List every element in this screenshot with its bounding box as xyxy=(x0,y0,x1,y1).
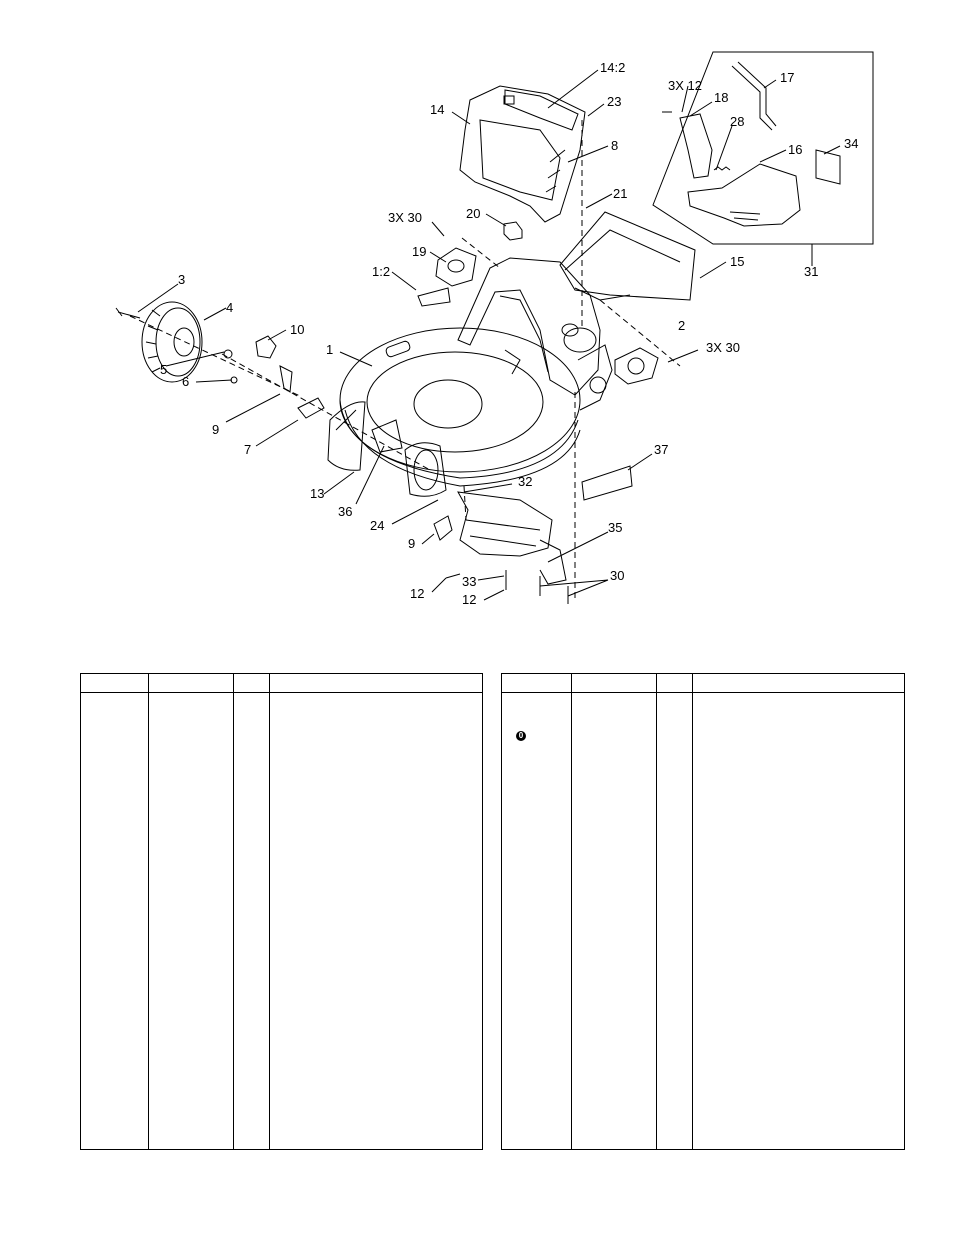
callout-1-2: 1:2 xyxy=(372,264,390,279)
callout-35: 35 xyxy=(608,520,622,535)
callout-30: 30 xyxy=(610,568,624,583)
callout-4: 4 xyxy=(226,300,233,315)
side-plate-part xyxy=(614,347,659,385)
body-cell-ref xyxy=(80,692,149,1150)
bracket-9-part xyxy=(279,365,293,393)
bolt-3-part xyxy=(115,307,141,319)
callout-19: 19 xyxy=(412,244,426,259)
body-cell-part xyxy=(148,692,234,1150)
table-body-row: 0 xyxy=(501,692,905,1150)
table-body-row xyxy=(80,692,483,1150)
block-20-part xyxy=(503,221,523,241)
console-16-part xyxy=(687,163,801,227)
callout-7: 7 xyxy=(244,442,251,457)
table-header-row xyxy=(80,673,483,693)
callout-14: 14 xyxy=(430,102,444,117)
callout-36: 36 xyxy=(338,504,352,519)
washer-5-part xyxy=(223,349,233,359)
plate-7-part xyxy=(297,397,325,419)
chute-part xyxy=(559,211,696,301)
body-cell-part xyxy=(571,692,657,1150)
callout-28: 28 xyxy=(730,114,744,129)
callout-33: 33 xyxy=(462,574,476,589)
exploded-parts-diagram: 14:2 14 23 8 21 20 3X 30 19 1:2 15 3 4 1… xyxy=(115,51,874,607)
body-cell-description xyxy=(269,692,483,1150)
lever-18-part xyxy=(679,113,713,179)
header-cell-ref xyxy=(501,673,572,693)
callout-13: 13 xyxy=(310,486,324,501)
callout-9-a: 9 xyxy=(212,422,219,437)
decal-34-part xyxy=(815,149,841,185)
callout-12-b: 12 xyxy=(462,592,476,607)
callout-17: 17 xyxy=(780,70,794,85)
callout-34: 34 xyxy=(844,136,858,151)
body-cell-description xyxy=(692,692,905,1150)
callout-8: 8 xyxy=(611,138,618,153)
body-cell-ref: 0 xyxy=(501,692,572,1150)
cap-10-part xyxy=(255,335,277,359)
callout-12-a: 12 xyxy=(410,586,424,601)
callout-3x30-b: 3X 30 xyxy=(706,340,740,355)
callout-21: 21 xyxy=(613,186,627,201)
callout-23: 23 xyxy=(607,94,621,109)
parts-table-right: 0 xyxy=(501,673,905,1150)
callout-2: 2 xyxy=(678,318,685,333)
plate-19-part xyxy=(435,247,477,287)
callout-10: 10 xyxy=(290,322,304,337)
rear-cover-part xyxy=(459,85,586,223)
note-marker: 0 xyxy=(516,731,526,741)
label-1-2-part xyxy=(417,287,451,307)
callout-32: 32 xyxy=(518,474,532,489)
header-cell-qty xyxy=(656,673,693,693)
table-header-row xyxy=(501,673,905,693)
parts-table-left xyxy=(80,673,483,1150)
callout-31: 31 xyxy=(804,264,818,279)
body-cell-qty xyxy=(233,692,270,1150)
header-cell-part xyxy=(148,673,234,693)
callout-3x12: 3X 12 xyxy=(668,78,702,93)
header-cell-description xyxy=(692,673,905,693)
callout-3: 3 xyxy=(178,272,185,287)
body-cell-qty xyxy=(656,692,693,1150)
callout-1: 1 xyxy=(326,342,333,357)
callout-20: 20 xyxy=(466,206,480,221)
bracket-9-lower-part xyxy=(433,515,453,541)
callout-37: 37 xyxy=(654,442,668,457)
callout-24: 24 xyxy=(370,518,384,533)
header-cell-description xyxy=(269,673,483,693)
callout-3x30-a: 3X 30 xyxy=(388,210,422,225)
header-cell-ref xyxy=(80,673,149,693)
rear-wheel-part xyxy=(141,301,203,383)
front-right-wheel-part xyxy=(404,442,447,497)
callout-6: 6 xyxy=(182,374,189,389)
callout-15: 15 xyxy=(730,254,744,269)
handle-bar-17-part xyxy=(731,61,777,131)
deck-housing-part xyxy=(457,257,613,411)
front-left-wheel-part xyxy=(327,401,366,471)
callout-5: 5 xyxy=(160,362,167,377)
leader-lines xyxy=(137,69,841,601)
logo-36-part xyxy=(371,419,403,453)
header-cell-part xyxy=(571,673,657,693)
label-37-part xyxy=(581,465,633,501)
callout-16: 16 xyxy=(788,142,802,157)
callout-14-2: 14:2 xyxy=(600,60,625,75)
console-grille xyxy=(729,211,761,221)
header-cell-qty xyxy=(233,673,270,693)
mower-deck-part xyxy=(339,327,581,487)
inset-frame xyxy=(652,51,874,245)
mulch-flap-part xyxy=(457,491,567,585)
assembly-lines xyxy=(129,120,681,600)
screw-12-part xyxy=(445,573,461,579)
callout-9-b: 9 xyxy=(408,536,415,551)
callout-18: 18 xyxy=(714,90,728,105)
